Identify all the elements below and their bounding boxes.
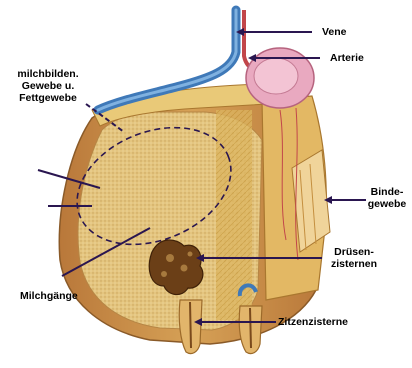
label-druesenzisternen-line2: zisternen (324, 258, 384, 270)
label-druesenzellen-line2: zellen (8, 204, 40, 214)
label-vene: Vene (322, 26, 347, 38)
label-fettzellen-line2: zellen (10, 166, 34, 176)
label-fettzellen-line1: Fett- (10, 156, 34, 166)
label-milchbildend-line3: Fettgewebe (8, 92, 88, 104)
label-druesenzellen-line1: Drüsen- (8, 194, 40, 204)
label-milchbildend-line1: milchbilden. (8, 68, 88, 80)
label-fettzellen: Fett- zellen (10, 156, 34, 176)
label-druesenzisternen: Drüsen- zisternen (324, 246, 384, 270)
label-milchbildend-line2: Gewebe u. (8, 80, 88, 92)
label-bindegewebe-line1: Binde- (364, 186, 410, 198)
label-druesenzisternen-line1: Drüsen- (324, 246, 384, 258)
label-bindegewebe-line2: gewebe (364, 198, 410, 210)
label-zitzenzisterne: Zitzenzisterne (278, 316, 348, 328)
label-milchbildendes-gewebe: milchbilden. Gewebe u. Fettgewebe (8, 68, 88, 104)
ligament-band (216, 110, 252, 320)
label-milchgaenge: Milchgänge (20, 290, 78, 302)
label-arterie: Arterie (330, 52, 364, 64)
label-bindegewebe: Binde- gewebe (364, 186, 410, 210)
label-druesenzellen: Drüsen- zellen (8, 194, 40, 214)
